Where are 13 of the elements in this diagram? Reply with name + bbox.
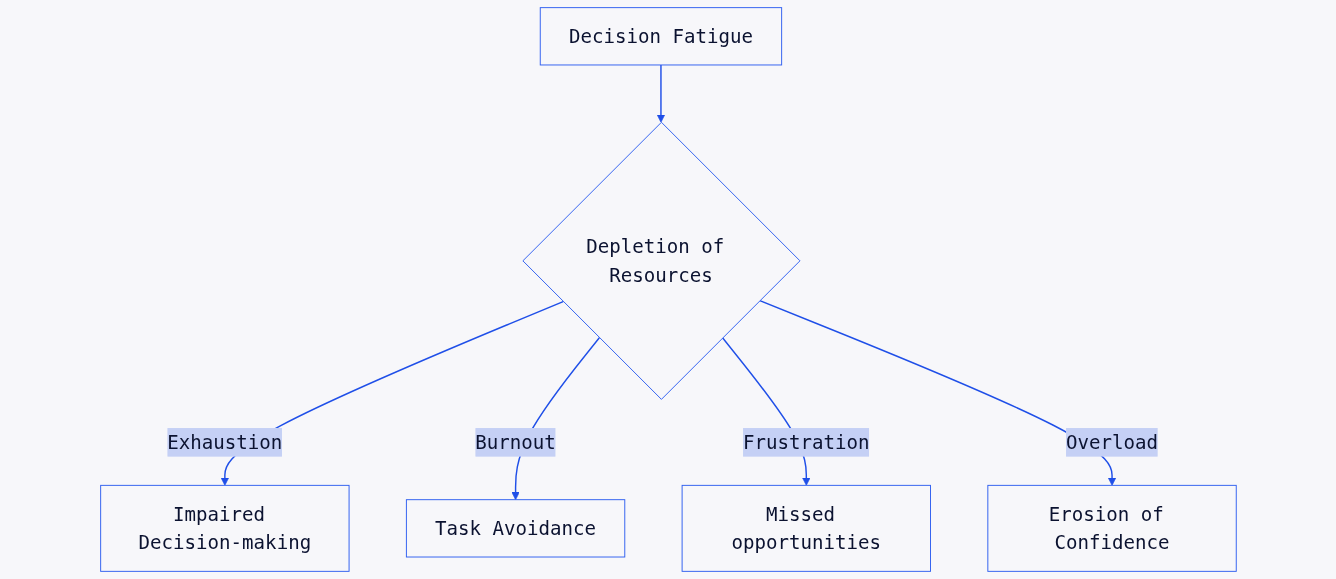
edge-label: Exhaustion: [166, 430, 282, 454]
node-box: Impaired Decision-making: [99, 484, 350, 572]
edge-label: Overload: [1065, 430, 1158, 454]
node-box: Missed opportunities: [681, 484, 931, 572]
arrow: [656, 64, 665, 123]
edge-label: Burnout: [474, 430, 556, 454]
node-box: Decision Fatigue: [539, 7, 782, 66]
node-diamond: Depletion of Resources: [521, 121, 800, 400]
node-box: Erosion of Confidence: [986, 484, 1237, 572]
arrow: [220, 300, 564, 486]
node-box: Task Avoidance: [405, 499, 625, 558]
arrow: [758, 299, 1116, 486]
edge-label: Frustration: [742, 430, 870, 454]
